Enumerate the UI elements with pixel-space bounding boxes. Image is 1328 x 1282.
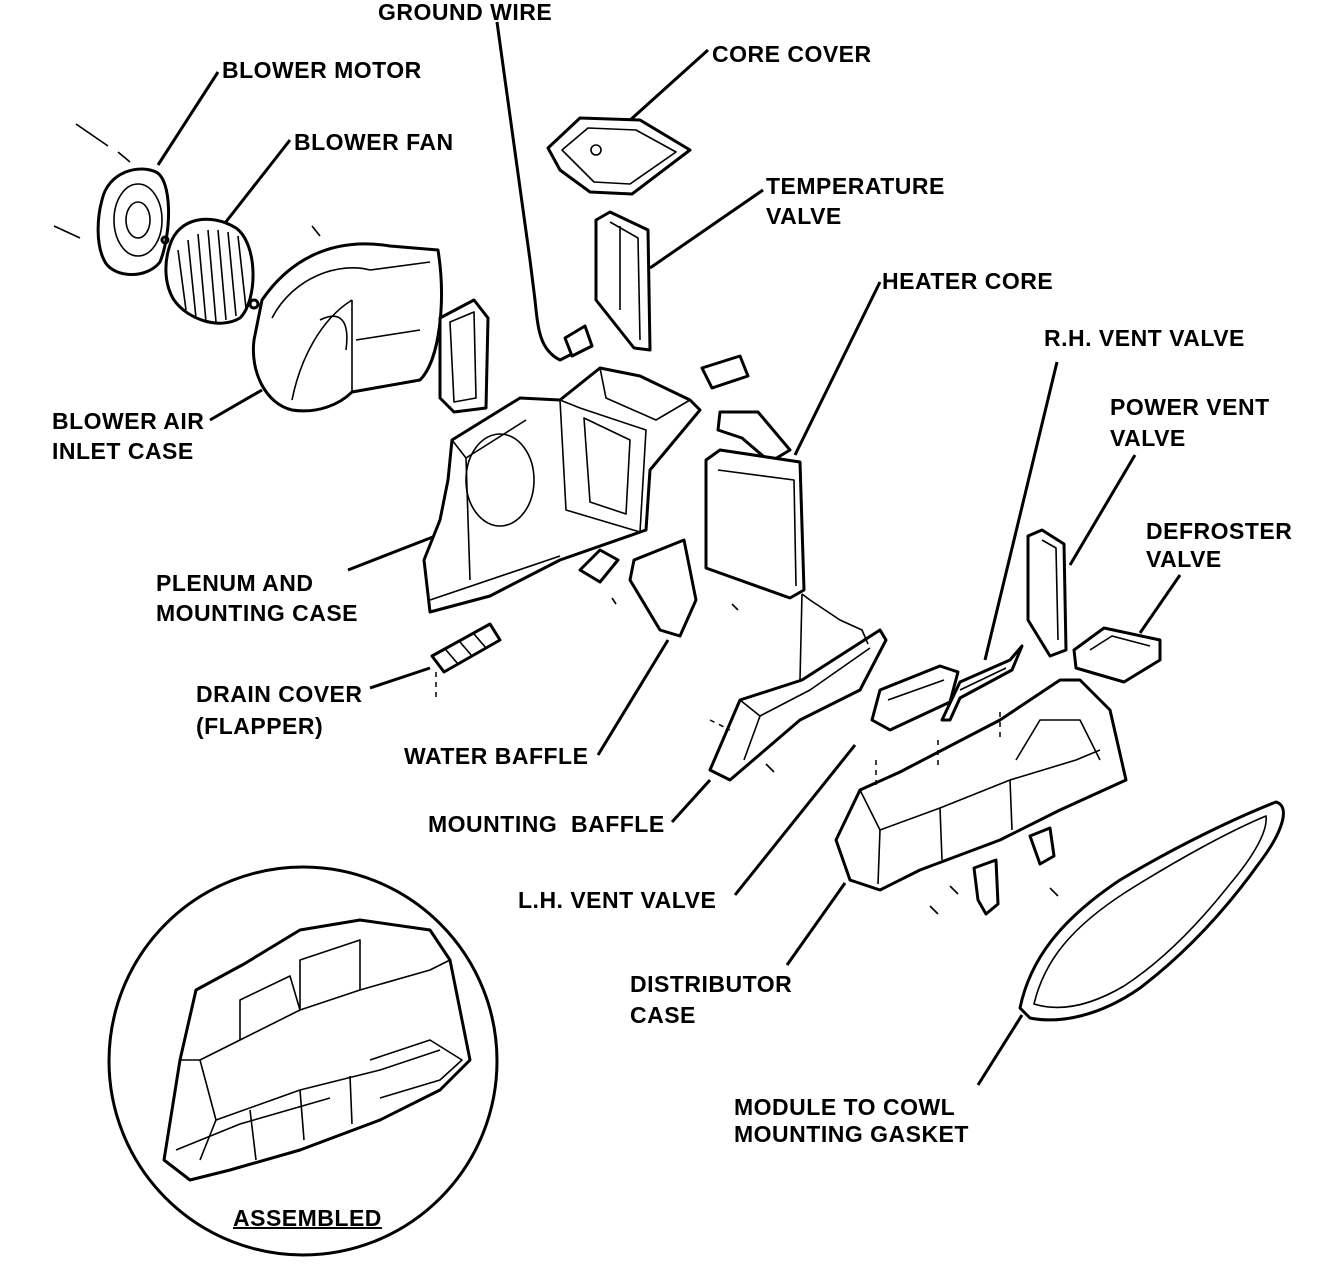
leader-drain-cover [369, 666, 431, 690]
label-power-vent-valve-line2: VALVE [1110, 425, 1186, 451]
leader-defroster-valve [1138, 574, 1182, 634]
drain-cover-part [430, 622, 502, 700]
temperature-valve-part [594, 210, 652, 352]
label-gasket-line1: MODULE TO COWL [734, 1094, 956, 1120]
leader-blower-fan [216, 139, 292, 233]
rh-vent-valve-part [940, 644, 1024, 722]
heater-core-part [704, 410, 806, 600]
leader-core-cover [626, 48, 710, 124]
label-blower-fan: BLOWER FAN [294, 129, 454, 155]
assembled-inset [107, 865, 499, 1257]
lh-vent-valve-part [870, 664, 960, 732]
label-rh-vent-valve: R.H. VENT VALVE [1044, 325, 1245, 351]
leader-rh-vent-valve [983, 361, 1059, 661]
label-lh-vent-valve: L.H. VENT VALVE [518, 887, 717, 913]
label-gasket-line2: MOUNTING GASKET [734, 1121, 969, 1147]
label-drain-cover-line1: DRAIN COVER [196, 681, 363, 707]
label-power-vent-valve-line1: POWER VENT [1110, 394, 1270, 420]
blower-air-inlet-case-part [251, 225, 443, 413]
label-defroster-valve-line1: DEFROSTER [1146, 518, 1293, 544]
leader-ground-wire [495, 21, 537, 301]
leader-lh-vent-valve [733, 744, 857, 896]
leader-heater-core [793, 281, 882, 456]
power-vent-valve-part [1026, 528, 1068, 658]
leader-lines [156, 21, 1182, 1086]
small-clips [578, 354, 750, 611]
label-plenum-line1: PLENUM AND [156, 570, 314, 596]
label-distributor-case-line1: DISTRIBUTOR [630, 971, 793, 997]
leader-temperature-valve [649, 188, 764, 270]
leader-mounting-baffle [670, 778, 712, 824]
label-assembled: ASSEMBLED [233, 1205, 382, 1231]
leader-blower-motor [156, 71, 220, 166]
leader-distributor-case [785, 882, 847, 966]
blower-motor-part [53, 123, 171, 276]
label-blower-air-inlet-case-line2: INLET CASE [52, 438, 194, 464]
label-temperature-valve-line2: VALVE [766, 203, 842, 229]
label-heater-core: HEATER CORE [882, 268, 1054, 294]
plenum-mounting-case-part [422, 366, 702, 614]
label-ground-wire: GROUND WIRE [378, 0, 553, 25]
mounting-baffle-part [708, 593, 888, 782]
leader-plenum [347, 533, 439, 572]
label-core-cover: CORE COVER [712, 41, 872, 67]
mounting-gasket-part [1018, 800, 1285, 1022]
core-cover-part [546, 116, 692, 196]
label-distributor-case-line2: CASE [630, 1002, 696, 1028]
label-temperature-valve-line1: TEMPERATURE [766, 173, 945, 199]
label-defroster-valve-line2: VALVE [1146, 546, 1222, 572]
leader-water-baffle [596, 639, 670, 756]
label-blower-air-inlet-case-line1: BLOWER AIR [52, 408, 205, 434]
label-plenum-line2: MOUNTING CASE [156, 600, 358, 626]
label-mounting-baffle: MOUNTING BAFFLE [428, 811, 665, 837]
leader-gasket [976, 1014, 1024, 1086]
label-drain-cover-line2: (FLAPPER) [196, 713, 324, 739]
ground-wire-part [533, 298, 594, 362]
label-water-baffle: WATER BAFFLE [404, 743, 589, 769]
water-baffle-part [628, 538, 698, 638]
leader-blower-air-inlet [209, 388, 263, 422]
defroster-valve-part [1072, 626, 1162, 684]
leader-power-vent-valve [1068, 454, 1137, 566]
blower-fan-part [164, 217, 260, 325]
distributor-case-part [834, 678, 1128, 916]
label-blower-motor: BLOWER MOTOR [222, 57, 422, 83]
inlet-gasket-part [438, 298, 490, 414]
